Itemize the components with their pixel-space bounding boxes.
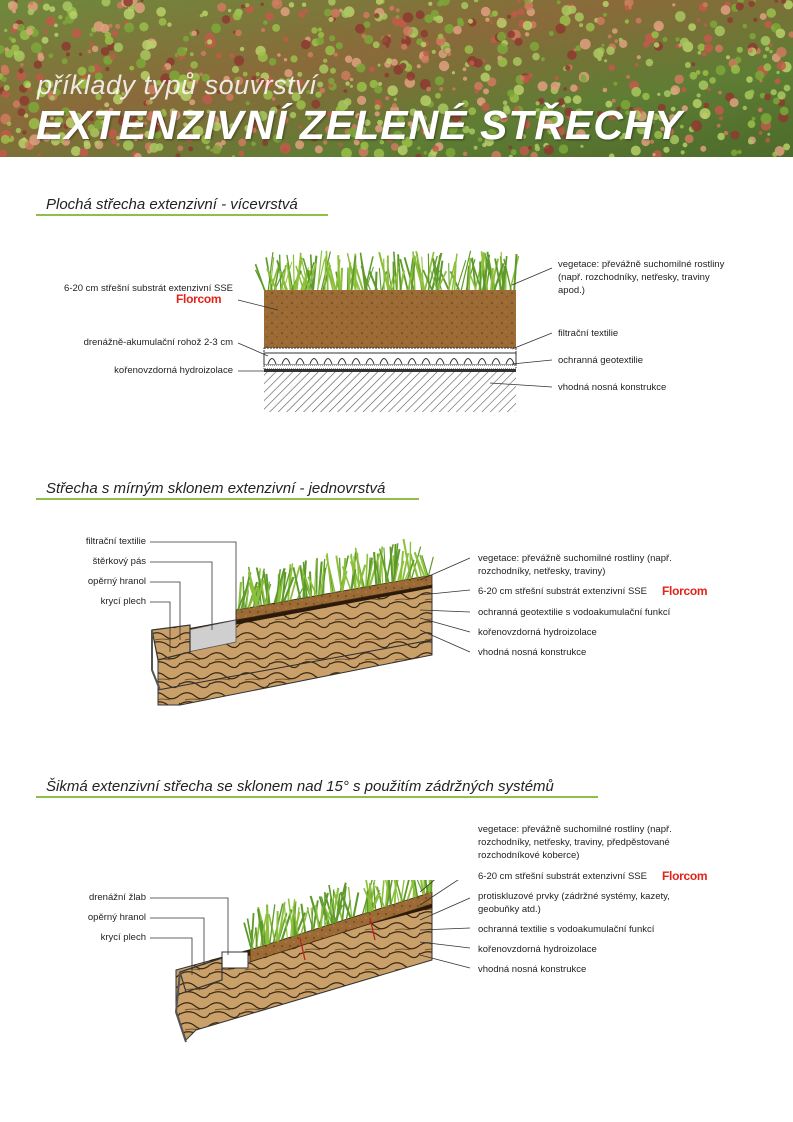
s2-label-support-block: opěrný hranol	[87, 576, 146, 587]
s1-label-membrane: kořenovzdorná hydroizolace	[114, 365, 233, 376]
s3-label-cover-plate: krycí plech	[100, 932, 146, 943]
vegetation	[254, 250, 520, 291]
s2-label-gravel: štěrkový pás	[92, 556, 146, 567]
florcom-logo-3: Florcom	[662, 869, 708, 883]
s3-label-anti-slip: protiskluzové prvky (zádržné systémy, ka…	[478, 891, 670, 915]
s3-label-drain: drenážní žlab	[88, 892, 146, 903]
s2-label-membrane: kořenovzdorná hydroizolace	[478, 627, 597, 638]
steep-roof-diagram	[150, 880, 471, 1043]
s3-label-substrate: 6-20 cm střešní substrát extenzivní SSE	[478, 871, 647, 882]
s1-label-structure: vhodná nosná konstrukce	[558, 382, 667, 393]
s2-label-substrate: 6-20 cm střešní substrát extenzivní SSE	[478, 586, 647, 597]
section1-title: Plochá střecha extenzivní - vícevrstvá	[46, 196, 298, 213]
s1-label-filter: filtrační textilie	[558, 328, 619, 339]
s2-label-filter: filtrační textilie	[85, 536, 146, 547]
s1-label-substrate: 6-20 cm střešní substrát extenzivní SSE	[64, 283, 233, 294]
header-banner: příklady typů souvrství EXTENZIVNÍ ZELEN…	[0, 0, 793, 157]
s1-label-geotextile: ochranná geotextilie	[558, 355, 644, 366]
section3-title: Šikmá extenzivní střecha se sklonem nad …	[46, 778, 554, 795]
section3-underline	[36, 796, 598, 798]
s3-label-membrane: kořenovzdorná hydroizolace	[478, 944, 597, 955]
s3-label-vegetation: vegetace: převážně suchomilné rostliny (…	[478, 824, 672, 861]
section2-underline	[36, 498, 419, 500]
s3-label-textile: ochranná textilie s vodoakumulační funkc…	[478, 924, 655, 935]
section2-title: Střecha s mírným sklonem extenzivní - je…	[46, 480, 386, 497]
header-title: EXTENZIVNÍ ZELENÉ STŘECHY	[36, 102, 683, 148]
s2-label-geotextile: ochranná geotextilie s vodoakumulační fu…	[478, 607, 671, 618]
substrate-layer	[264, 290, 516, 348]
florcom-logo-2: Florcom	[662, 584, 708, 598]
s2-label-structure: vhodná nosná konstrukce	[478, 647, 587, 658]
s3-label-structure: vhodná nosná konstrukce	[478, 964, 587, 975]
s1-label-drainage: drenážně-akumulační rohož 2-3 cm	[83, 337, 233, 348]
florcom-logo: Florcom	[176, 292, 222, 306]
s3-label-support-block: opěrný hranol	[87, 912, 146, 923]
s1-label-vegetation: vegetace: převážně suchomilné rostliny (…	[558, 259, 725, 296]
s2-label-vegetation: vegetace: převážně suchomilné rostliny (…	[478, 553, 672, 577]
header-subtitle: příklady typů souvrství	[37, 70, 318, 100]
structure-layer	[264, 372, 516, 412]
flat-roof-diagram	[237, 250, 553, 412]
sedum-photo-background	[0, 0, 793, 157]
s2-label-cover-plate: krycí plech	[100, 596, 146, 607]
section1-underline	[36, 214, 328, 216]
mild-slope-roof-diagram	[150, 538, 471, 706]
